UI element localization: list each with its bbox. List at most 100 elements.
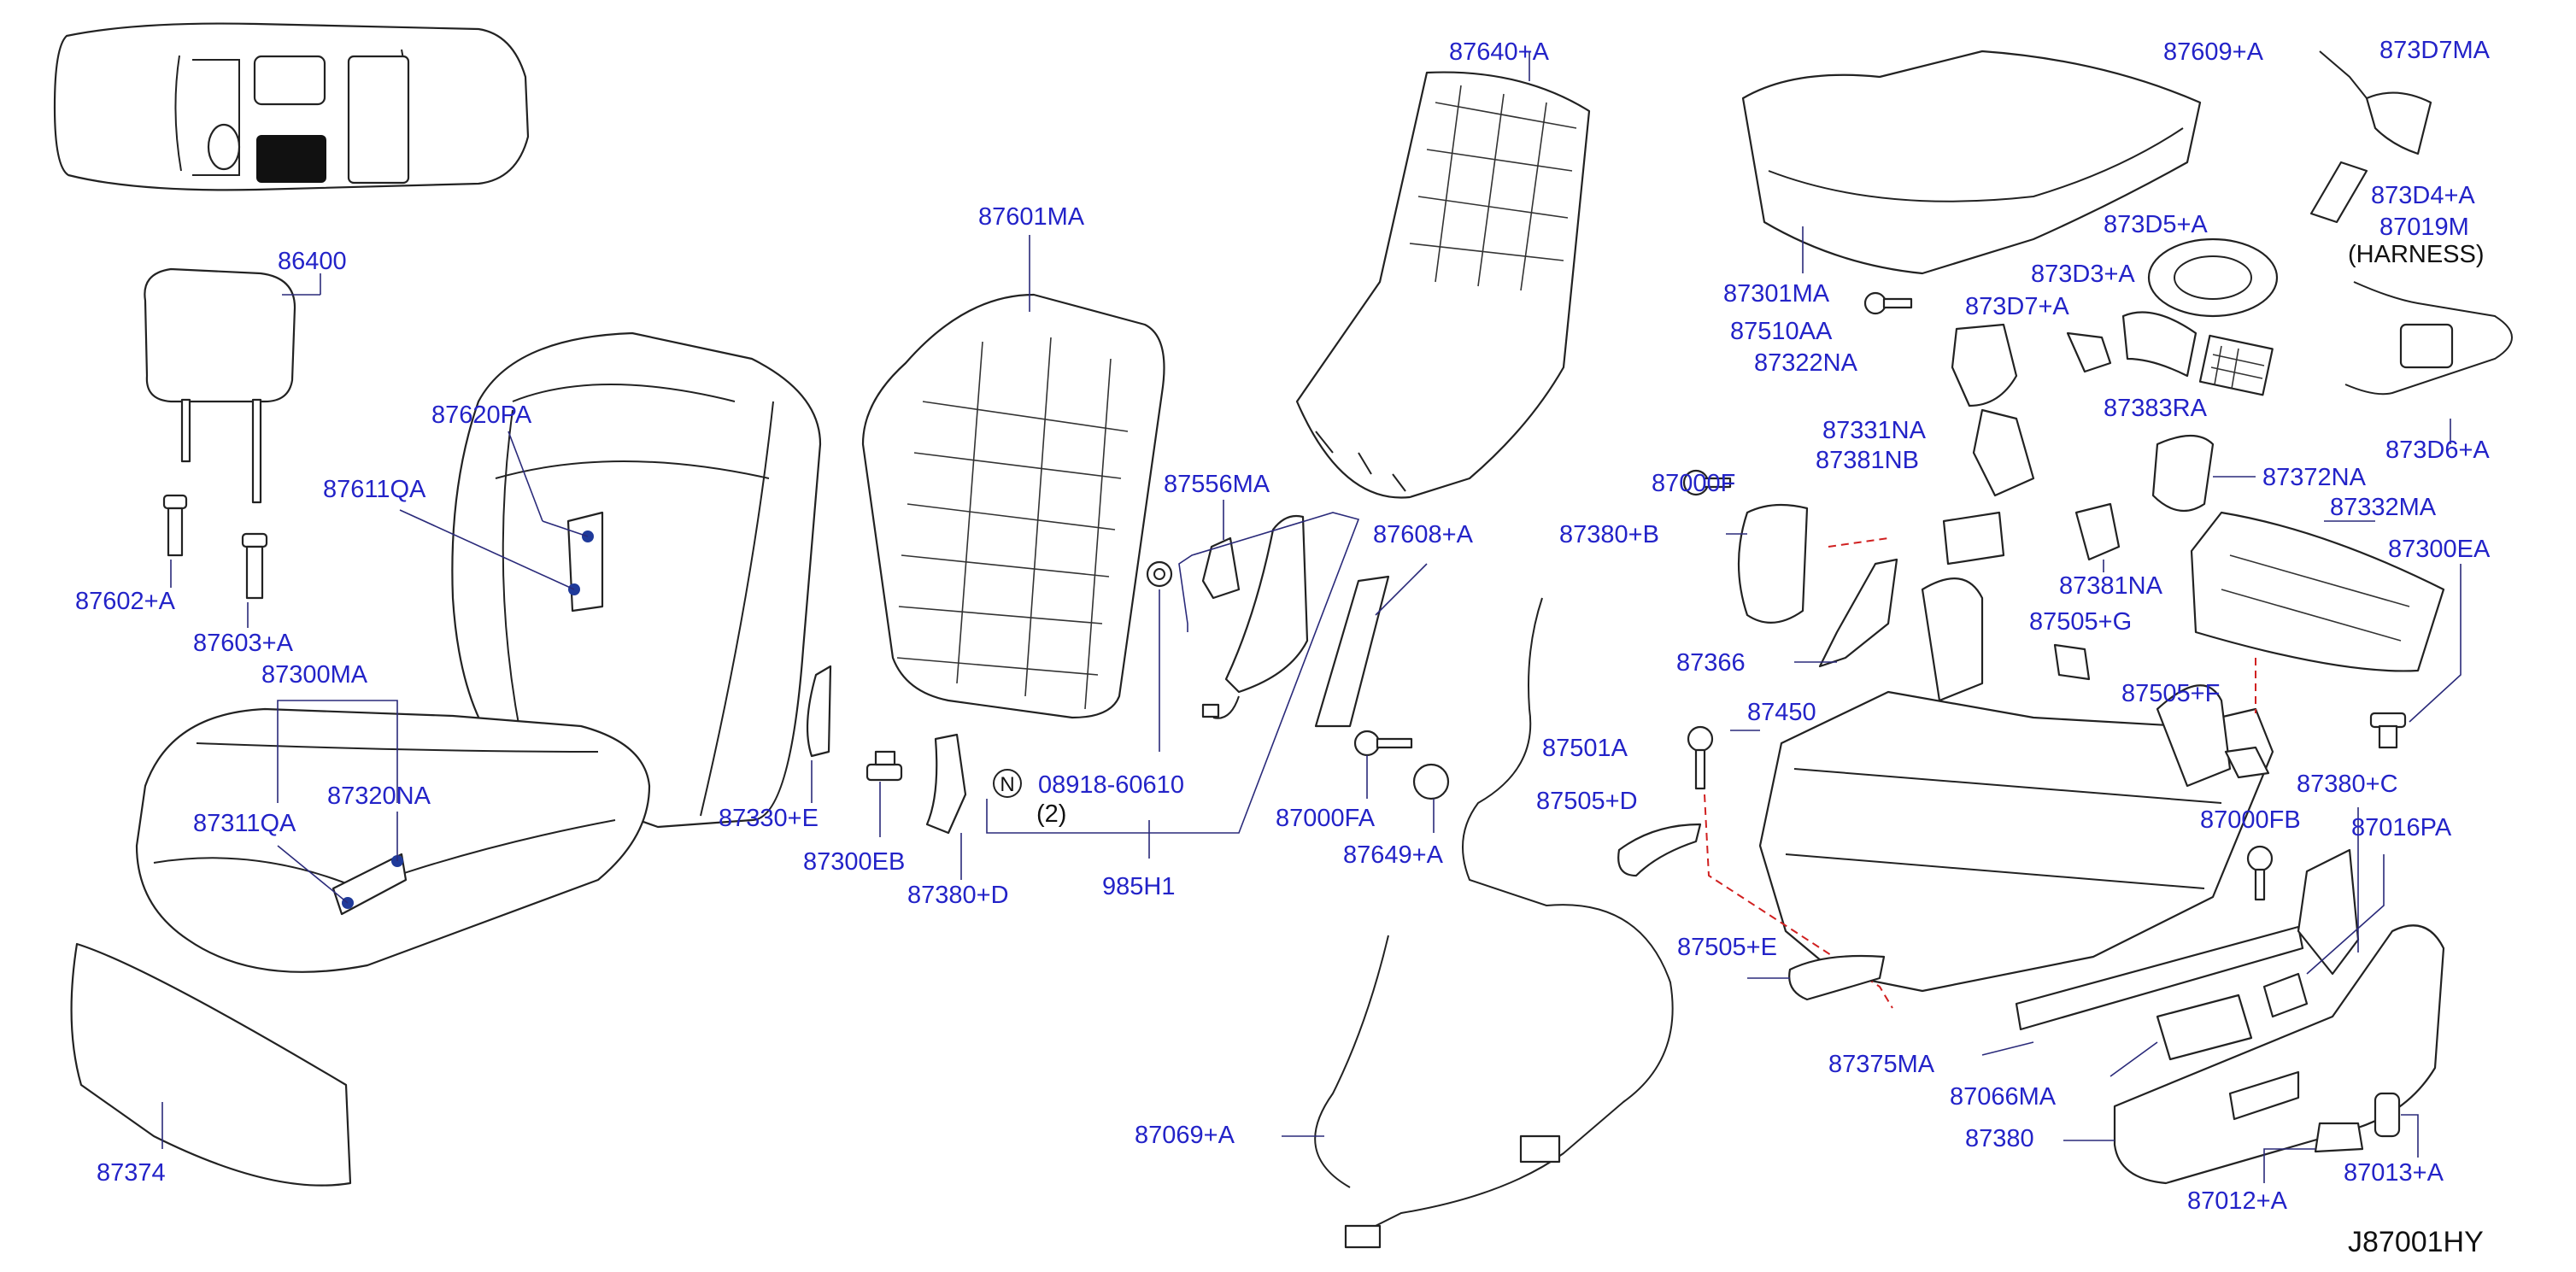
cover-87505g-icon [2053, 643, 2091, 681]
screw-87000fa-icon [1353, 730, 1413, 799]
clip-87300ea-icon [2369, 564, 2462, 749]
label-87608-a: 87608+A [1373, 521, 1473, 548]
cover-87505d-icon [1617, 823, 1702, 877]
label-87000fb: 87000FB [2200, 806, 2301, 834]
label-harness: (HARNESS) [2348, 241, 2485, 268]
cover-87331na-icon [1972, 408, 2035, 497]
assembly-dash-line [1704, 794, 1893, 1009]
label-86400: 86400 [278, 248, 347, 275]
label-87450: 87450 [1747, 699, 1816, 726]
front-trim-icon [70, 942, 352, 1187]
duct-873d4a-icon [2309, 161, 2368, 224]
side-airbag-icon [1201, 514, 1309, 719]
switch-87066ma-icon [2110, 994, 2253, 1077]
985h1-leader [986, 512, 1360, 834]
cap-87649a-icon [1412, 763, 1450, 833]
side-finisher-87380-icon [2063, 924, 2445, 1185]
label-87332ma: 87332MA [2330, 494, 2437, 521]
label-87381nb: 87381NB [1816, 447, 1919, 474]
bracket-87556ma-icon [1201, 500, 1241, 600]
seatback-frame-icon [861, 235, 1165, 719]
seat-pan-icon [1741, 50, 2202, 275]
label-87000fa: 87000FA [1276, 805, 1376, 832]
label-08918-60610: 08918-60610 [1038, 771, 1184, 799]
label-87019m: 87019M [2379, 214, 2469, 241]
clip-873d7a-icon [2066, 331, 2112, 373]
label-87374: 87374 [97, 1159, 166, 1187]
trim-87330e-icon [806, 665, 832, 803]
label-87380: 87380 [1965, 1125, 2034, 1152]
guide-87608a-icon [1314, 563, 1428, 728]
cover-87381na-icon [2074, 502, 2121, 572]
harness-87019m-icon [2344, 281, 2513, 444]
label-87330-e: 87330+E [719, 805, 819, 832]
cover-87380c-icon [2297, 807, 2360, 976]
switch-87016pa-icon [2262, 854, 2385, 1018]
label-87012-a: 87012+A [2187, 1187, 2287, 1215]
headrest-guide-left-icon [162, 494, 188, 588]
label-87620pa: 87620PA [431, 402, 532, 429]
seatback-trim-icon [399, 331, 822, 829]
knob-87012a-icon [2263, 1122, 2364, 1183]
headrest-guide-right-icon [241, 532, 268, 628]
label-87069-a: 87069+A [1135, 1122, 1235, 1149]
label-87366: 87366 [1676, 649, 1746, 677]
seat-cushion-icon [135, 700, 651, 973]
label-87380-c: 87380+C [2297, 771, 2398, 798]
wire-harness-icon [1282, 597, 1674, 1249]
cover-87322na-icon [1951, 323, 2018, 407]
clip-87300eb-icon [866, 750, 903, 837]
knob-87013a-icon [2374, 1092, 2419, 1158]
pad-873d3a-icon [2121, 311, 2198, 378]
label-985h1: 985H1 [1102, 873, 1176, 900]
bolt-87501a-icon [1687, 725, 1714, 790]
label-87601ma: 87601MA [978, 203, 1085, 231]
headrest-icon [144, 267, 321, 504]
bolt-87510aa-icon [1863, 291, 1913, 315]
cover-87505f-icon [2224, 746, 2270, 779]
seatback-board-icon [1295, 51, 1591, 499]
label-87300ma: 87300MA [261, 661, 368, 689]
label-87505-e: 87505+E [1677, 934, 1777, 961]
label-87016pa: 87016PA [2351, 814, 2452, 841]
label-87300eb: 87300EB [803, 848, 906, 876]
label-87383ra: 87383RA [2104, 395, 2207, 422]
diagram-code: J87001HY [2348, 1226, 2484, 1258]
trim-87380d-icon [925, 733, 967, 880]
cover-87380b-icon [1726, 503, 1809, 624]
duct-873d7ma-icon [2319, 50, 2432, 155]
fan-873d5a-icon [2147, 237, 2279, 318]
seat-frame-icon [1730, 577, 2274, 993]
label-87602-a: 87602+A [75, 588, 175, 615]
cover-87381nb-icon [1942, 511, 2005, 566]
label-873d7-a: 873D7+A [1965, 293, 2069, 320]
label-87066ma: 87066MA [1950, 1083, 2057, 1111]
label-87640-a: 87640+A [1449, 38, 1549, 66]
label-87609-a: 87609+A [2163, 38, 2263, 66]
label-87381na: 87381NA [2059, 572, 2162, 600]
label-87000f: 87000F [1652, 470, 1736, 497]
label-87505-g: 87505+G [2029, 608, 2133, 636]
label-87372na: 87372NA [2262, 464, 2366, 491]
label-87380-b: 87380+B [1559, 521, 1659, 548]
nut-08918-icon [1146, 560, 1173, 588]
label-87322na: 87322NA [1754, 349, 1857, 377]
label-87013-a: 87013+A [2344, 1159, 2444, 1187]
label-873d5-a: 873D5+A [2104, 211, 2208, 238]
label-87603-a: 87603+A [193, 630, 293, 657]
assembly-dash-line-top [1828, 537, 1889, 548]
slide-rail-icon [1981, 925, 2304, 1056]
label-873d7ma: 873D7MA [2379, 37, 2490, 64]
cover-87505e-icon [1747, 954, 1886, 1001]
label-quantity: (2) [1036, 800, 1067, 828]
screw-87000fb-icon [2246, 845, 2274, 901]
filter-87383ra-icon [2198, 334, 2274, 396]
cover-87372na-icon [2151, 435, 2256, 513]
label-87556ma: 87556MA [1164, 471, 1270, 498]
label-87301ma: 87301MA [1723, 280, 1830, 308]
trim-87366-icon [1794, 558, 1898, 668]
label-873d4-a: 873D4+A [2371, 182, 2475, 209]
label-87611qa: 87611QA [323, 476, 426, 503]
